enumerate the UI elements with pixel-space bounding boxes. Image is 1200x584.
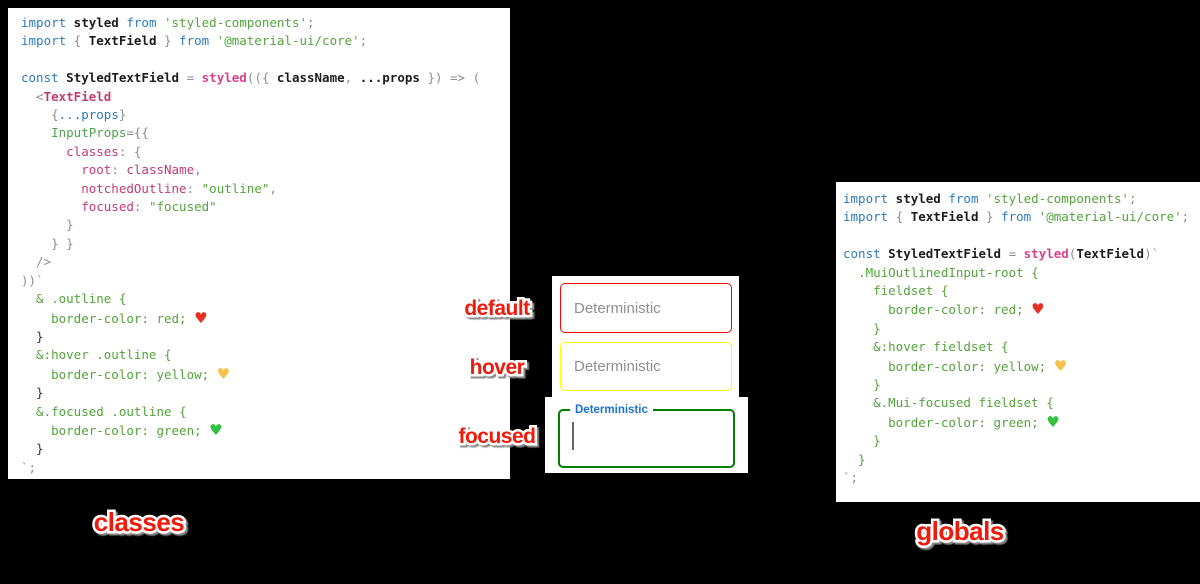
code-line: root: className, [21,162,202,178]
code-line: border-color: yellow; ♥ [21,364,231,383]
textfield-default-input[interactable] [560,283,732,333]
code-line [843,227,1200,245]
red-heart-icon: ♥ [194,308,208,327]
classes-code-panel: import styled from 'styled-components'; i… [8,8,510,479]
green-heart-icon: ♥ [209,420,223,439]
code-line: &.Mui-focused fieldset { [843,395,1054,411]
code-line: border-color: red; ♥ [843,300,1045,319]
yellow-heart-icon: ♥ [216,364,231,383]
code-line: border-color: red; ♥ [21,308,208,327]
red-heart-icon: ♥ [1031,300,1045,319]
code-line: /> [21,254,52,270]
code-line: ))` [21,272,44,288]
code-line: `; [21,459,37,475]
default-state-label: default [462,295,533,323]
code-line: classes: { [21,143,142,159]
code-line [21,51,510,69]
code-line: } [843,451,866,467]
textfield-focused-floating-label: Deterministic [570,404,653,417]
code-line: border-color: yellow; ♥ [843,356,1068,375]
code-line: <TextField [21,88,112,104]
green-heart-icon: ♥ [1046,412,1060,431]
code-line: } [843,320,881,336]
code-line: `; [843,470,859,486]
globals-approach-label: globals [914,514,1007,549]
code-line: } [21,385,44,401]
code-line: import { TextField } from '@material-ui/… [21,33,368,49]
code-line: border-color: green; ♥ [21,420,223,439]
code-line: } [843,377,881,393]
code-line: } [21,441,44,457]
classes-approach-label: classes [91,505,187,540]
code-line: &:hover .outline { [21,347,172,363]
code-line: import styled from 'styled-components'; [843,191,1137,206]
code-line: {...props} [21,107,127,123]
code-line: } } [21,235,74,251]
globals-code-panel: import styled from 'styled-components'; i… [836,182,1200,502]
code-line: InputProps={{ [21,125,149,141]
code-line: const StyledTextField = styled(({ classN… [21,70,481,86]
textfield-hover-input[interactable] [560,342,732,391]
code-line: notchedOutline: "outline", [21,180,277,196]
code-line: .MuiOutlinedInput-root { [843,264,1039,280]
textfield-focused-input[interactable]: Deterministic [558,404,735,468]
code-line: const StyledTextField = styled(TextField… [843,246,1160,262]
text-caret [572,422,574,450]
code-line: focused: "focused" [21,199,217,215]
code-line: fieldset { [843,283,949,299]
focused-state-label: focused [456,423,539,451]
code-line: import styled from 'styled-components'; [21,15,315,30]
code-line: } [21,328,44,344]
yellow-heart-icon: ♥ [1053,356,1068,375]
code-line: &:hover fieldset { [843,339,1009,355]
code-line: import { TextField } from '@material-ui/… [843,209,1190,225]
code-line: border-color: green; ♥ [843,412,1060,431]
code-line: &.focused .outline { [21,403,187,419]
code-line: & .outline { [21,291,127,307]
hover-state-label: hover [467,354,527,382]
code-line: } [21,217,74,233]
code-line: } [843,433,881,449]
